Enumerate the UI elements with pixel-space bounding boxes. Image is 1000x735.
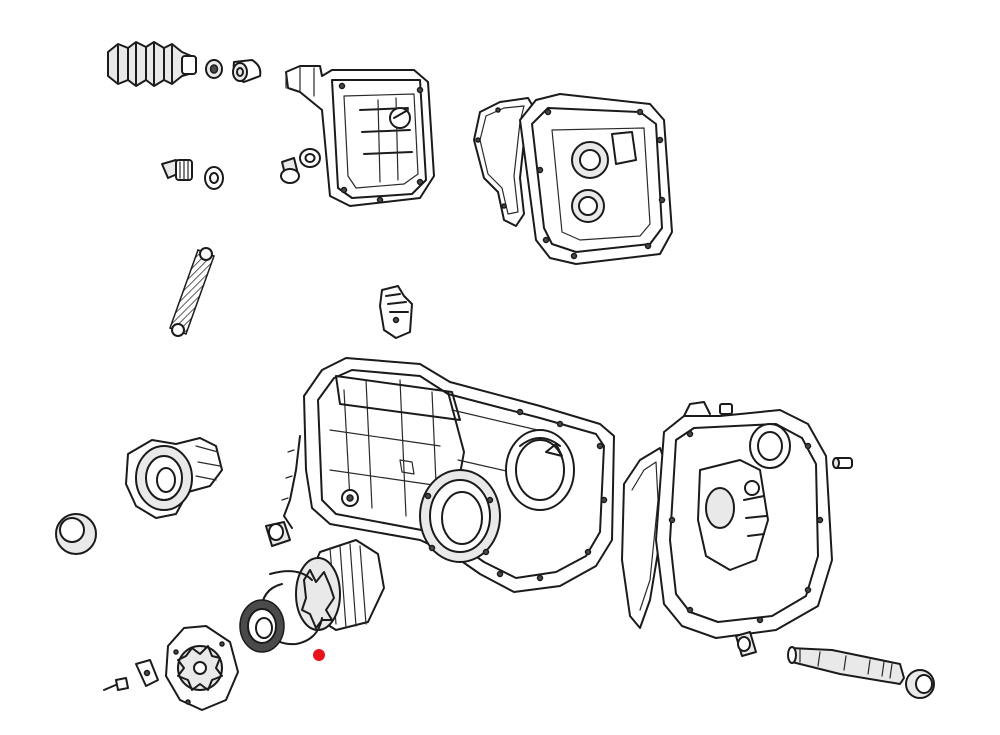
housing-gasket <box>473 97 535 227</box>
guide-sleeve <box>735 631 757 657</box>
plug-washer <box>299 148 321 168</box>
clutch-bellhousing <box>655 401 833 639</box>
plate-screw <box>103 677 129 691</box>
drive-flange <box>125 437 223 519</box>
case-side-gasket <box>281 435 301 529</box>
link-strap <box>169 247 215 337</box>
sealing-washer <box>204 166 224 190</box>
shaft-end-cap <box>905 669 935 699</box>
bushing <box>232 59 262 83</box>
case-bearing-bore <box>419 469 501 563</box>
oil-seal-cap <box>55 513 97 555</box>
shift-housing-cover <box>285 65 435 207</box>
bellhousing-stud <box>719 403 733 415</box>
small-nut <box>205 59 223 79</box>
highlight-marker <box>313 649 325 661</box>
intermediate-housing <box>519 93 673 265</box>
large-bearing-race <box>295 539 385 631</box>
pump-gear-plate <box>165 625 239 711</box>
plug-bolt <box>280 157 300 184</box>
shift-rod-bellows <box>107 41 197 87</box>
shaft-seal <box>239 599 285 653</box>
main-shaft <box>787 646 905 685</box>
pilot-bushing <box>265 521 291 547</box>
reverse-light-switch <box>161 159 193 181</box>
retaining-plate <box>135 659 159 687</box>
dowel-pin <box>832 457 853 469</box>
bellhousing-gasket <box>621 447 669 629</box>
mounting-clip <box>379 285 413 339</box>
